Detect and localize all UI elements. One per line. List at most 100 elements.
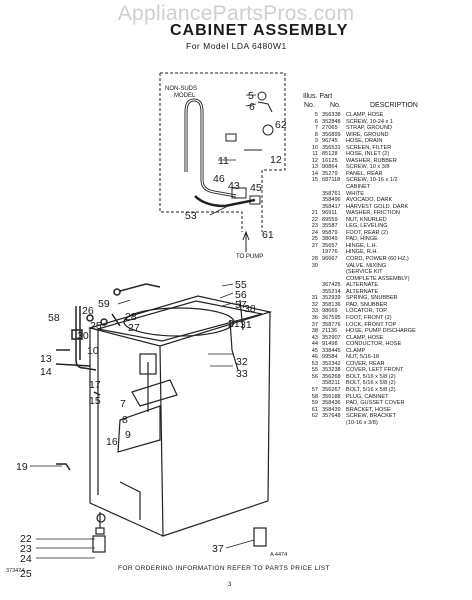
part-description: COVER, LEFT FRONT [346,367,404,374]
illus-number: 37 [311,321,318,328]
part-description: PANEL, REAR [346,170,383,177]
part-number: 35657 [322,242,338,249]
illus-number: 24 [311,229,318,236]
part-description: STRAP, GROUND [346,125,392,132]
part-number: 356267 [322,386,341,393]
callout-58: 58 [48,312,60,324]
watermark: AppliancePartsPros.com [117,2,355,25]
part-number: 95879 [322,229,338,236]
illus-number: 27 [311,242,318,249]
illus-number: 14 [311,170,318,177]
inset-diagram [159,72,286,252]
callout-31: 31 [240,319,252,331]
table-row: (10-16 x 3/8) [306,420,466,427]
callout-24: 24 [20,553,32,565]
part-description: SCREEN, FILTER [346,144,392,151]
page-title: CABINET ASSEMBLY [170,22,349,39]
part-number: 356899 [322,131,341,138]
callout-11: 11 [218,155,229,167]
illus-number: 45 [311,347,318,354]
drawing-reference: A 4474 [270,552,288,558]
illus-number: 55 [311,367,318,374]
callout-8: 8 [122,414,128,426]
part-number: 98669 [322,308,338,315]
part-description: SCREW, BRACKET [346,413,397,420]
callout-59: 59 [98,298,110,310]
table-row: 367425 ALTERNATE [306,282,466,289]
callout-37: 37 [212,543,224,555]
callout-38: 38 [244,303,256,315]
part-number: 367425 [322,282,341,289]
part-number: 355214 [322,288,341,295]
part-number: 358776 [322,321,341,328]
part-description: WASHER, FRICTION [346,210,400,217]
table-row: COMPLETE ASSEMBLY) [306,276,466,283]
illus-number: 7 [314,125,318,132]
part-description: CONDUCTOR, HOSE [346,341,402,348]
page-subtitle: For Model LDA 6480W1 [186,41,287,51]
part-description: WASHER, RUBBER [346,157,397,164]
callout-61: 61 [262,229,274,241]
illus-number: 38 [311,328,318,335]
illus-number: 25 [311,236,318,243]
part-description: VALVE, MIXING [346,262,387,269]
illus-number: 9 [314,138,318,145]
table-row: 14 35279 PANEL, REAR [306,171,466,178]
part-description: ALTERNATE [346,282,379,289]
part-number: 352907 [322,334,341,341]
part-description: NUT, KNURLED [346,216,387,223]
callout-27: 27 [128,322,140,334]
callout-30: 30 [77,330,89,342]
illus-number: 44 [311,341,318,348]
part-number: 96667 [322,256,338,263]
part-description: HINGE, R.H. [346,249,379,256]
illus-number: 30 [311,262,318,269]
part-number: 35279 [322,170,338,177]
part-description: FOOT, REAR (2) [346,229,388,236]
callout-57: 57 [235,299,247,311]
part-description: BOLT, 5/16 x 5/8 (2) [346,380,396,387]
part-description: CLAMP, HOSE [346,112,384,118]
illus-number: 56 [311,373,318,380]
callout-19: 19 [16,461,28,473]
table-row: (SERVICE KIT [306,269,466,276]
callout-23: 23 [20,543,32,555]
callout-5: 5 [248,90,254,102]
ordering-footer: FOR ORDERING INFORMATION REFER TO PARTS … [118,565,330,572]
callout-33: 33 [236,368,248,380]
part-number: 96911 [322,210,338,217]
table-row: 7 27065 STRAP, GROUND [306,125,466,132]
part-number: 27065 [322,125,338,132]
part-number: 356338 [322,112,341,118]
part-description: HOSE, INLET (2) [346,151,390,158]
part-description: PLUG, CABINET [346,393,389,400]
illus-number: 53 [311,360,318,367]
part-number: 358436 [322,400,341,407]
part-description: CLAMP [346,347,366,354]
illus-number [306,420,322,427]
part-number: 358439 [322,406,341,413]
illus-number: 11 [312,151,318,158]
part-description: HOSE, PUMP DISCHARGE [346,328,416,335]
part-number: 85128 [322,151,338,158]
illus-number: 59 [311,400,318,407]
part-number: 687118 [322,177,341,184]
part-number: 356268 [322,373,341,380]
callout-13: 13 [40,353,52,365]
